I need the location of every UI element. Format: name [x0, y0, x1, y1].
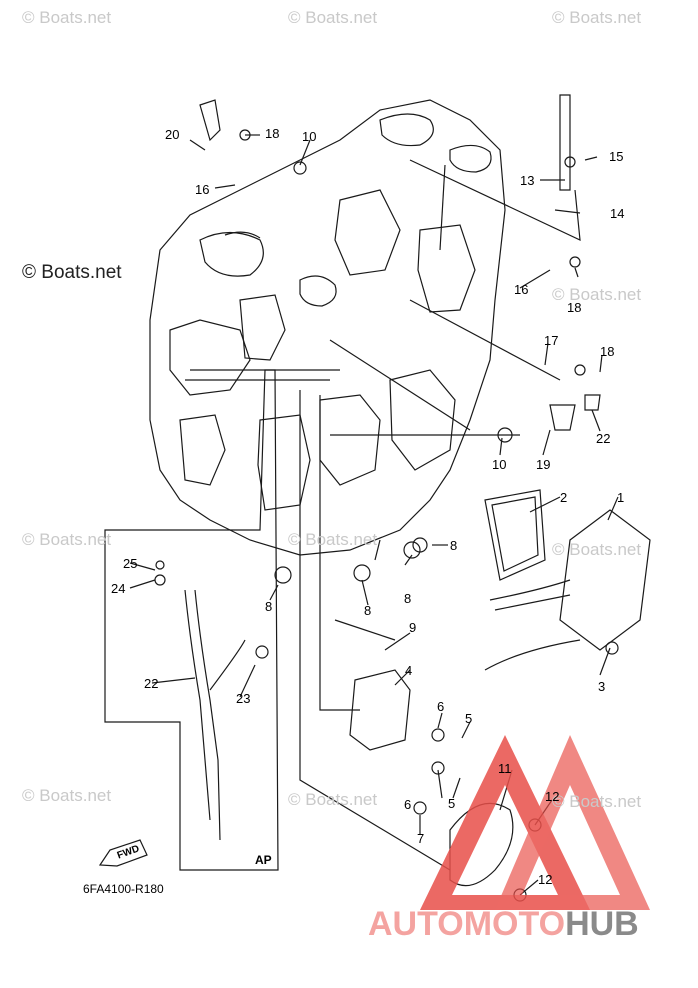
callout-12: 12: [545, 789, 560, 804]
callout-16: 16: [514, 282, 529, 297]
callout-6: 6: [404, 797, 412, 812]
engine-block: [149, 99, 506, 556]
callout-9: 9: [409, 620, 417, 635]
logo-text-hub: HUB: [565, 905, 639, 943]
callout-17: 17: [544, 333, 559, 348]
callout-10: 10: [492, 457, 507, 472]
part-2-gasket: [484, 489, 546, 581]
watermark: © Boats.net: [552, 792, 642, 811]
callout-10: 10: [302, 129, 317, 144]
callout-25: 25: [123, 556, 138, 571]
watermark: © Boats.net: [288, 790, 378, 809]
watermark: © Boats.net: [22, 530, 112, 549]
callout-6: 6: [437, 699, 445, 714]
callout-8: 8: [364, 603, 372, 618]
callout-5: 5: [465, 711, 473, 726]
callout-18: 18: [265, 126, 280, 141]
watermark: © Boats.net: [552, 8, 642, 27]
callout-24: 24: [111, 581, 126, 596]
watermark: © Boats.net: [552, 540, 642, 559]
callout-4: 4: [405, 663, 413, 678]
callout-22: 22: [144, 676, 159, 691]
watermark: © Boats.net: [288, 530, 378, 549]
callout-8: 8: [450, 538, 458, 553]
callout-8: 8: [404, 591, 412, 606]
callout-14: 14: [610, 206, 625, 221]
part-4-relay: [349, 669, 411, 751]
drawing-code: 6FA4100-R180: [83, 882, 164, 896]
callout-1: 1: [617, 490, 625, 505]
callout-3: 3: [598, 679, 606, 694]
callout-20: 20: [165, 127, 180, 142]
watermark: © Boats.net: [22, 786, 112, 805]
callout-23: 23: [236, 691, 251, 706]
watermark: © Boats.net: [288, 8, 378, 27]
logo-text-automoto: AUTOMOTO: [368, 905, 566, 943]
callout-21: 22: [596, 431, 611, 446]
callout-15: 15: [609, 149, 624, 164]
callout-13: 13: [520, 173, 535, 188]
callout-16: 16: [195, 182, 210, 197]
ap-label: AP: [255, 853, 272, 867]
watermark: © Boats.net: [552, 285, 642, 304]
callout-5: 5: [448, 796, 456, 811]
callout-8: 8: [265, 599, 273, 614]
watermark: © Boats.net: [22, 8, 112, 27]
ap-inset-box: [104, 369, 279, 871]
callout-2: 2: [560, 490, 568, 505]
fwd-arrow: [98, 839, 148, 867]
callout-7: 7: [417, 831, 425, 846]
callout-11: 11: [498, 761, 512, 776]
callout-18: 18: [567, 300, 582, 315]
callout-12: 12: [538, 872, 553, 887]
part-1-module: [559, 509, 651, 651]
callout-19: 19: [536, 457, 551, 472]
callout-18: 18: [600, 344, 615, 359]
watermark-large: © Boats.net: [22, 262, 122, 283]
automotohub-logo-mark: [420, 735, 650, 910]
automotohub-wordmark: AUTOMOTOHUB: [368, 905, 639, 944]
